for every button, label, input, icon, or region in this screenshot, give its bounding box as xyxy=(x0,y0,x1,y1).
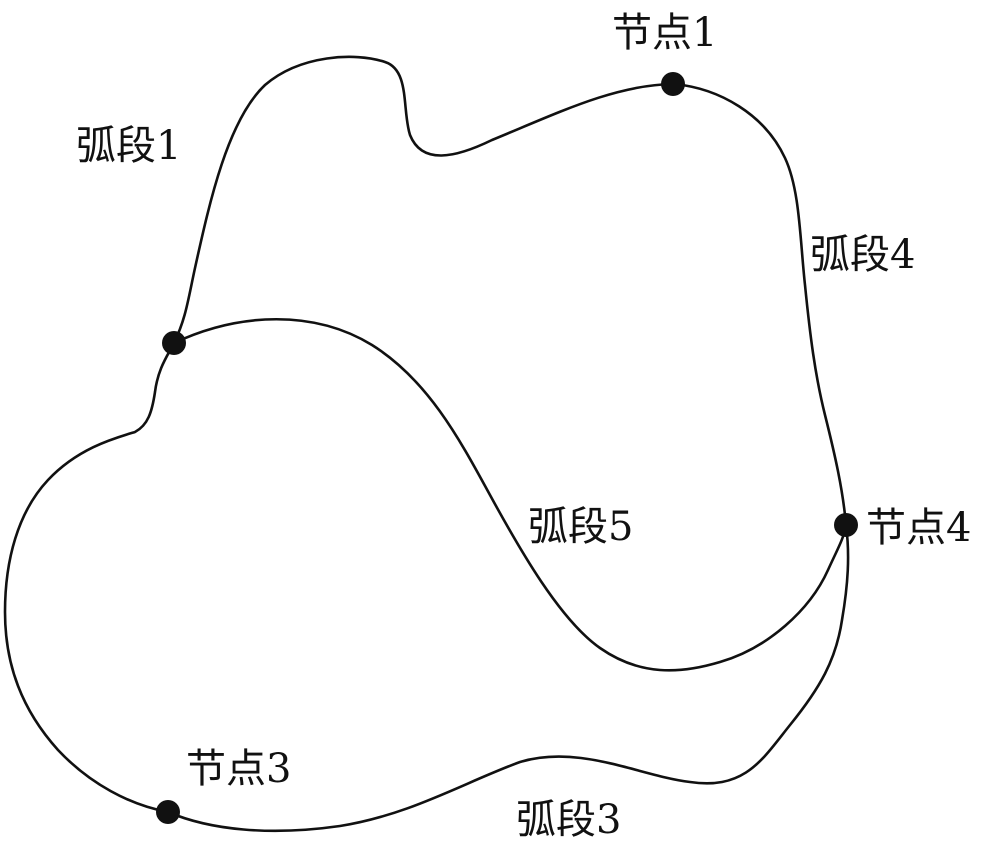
node-2-dot xyxy=(162,331,186,355)
arc-3-label: 弧段3 xyxy=(516,797,621,841)
arc-2-path xyxy=(3,341,176,814)
node-3-label: 节点3 xyxy=(186,746,291,792)
node-4-dot xyxy=(834,513,858,537)
arc-5-path xyxy=(172,318,848,672)
node-1-dot xyxy=(661,72,685,96)
arc-5-label: 弧段5 xyxy=(528,504,633,550)
node-1-label: 节点1 xyxy=(612,10,717,56)
arc-3-path xyxy=(166,523,850,833)
arc-1-path xyxy=(172,55,675,345)
arc-1-label: 弧段1 xyxy=(76,123,181,169)
arc-4-path xyxy=(671,82,848,527)
node-4-label: 节点4 xyxy=(866,505,971,551)
node-3-dot xyxy=(156,800,180,824)
arc-4-label: 弧段4 xyxy=(810,232,915,278)
